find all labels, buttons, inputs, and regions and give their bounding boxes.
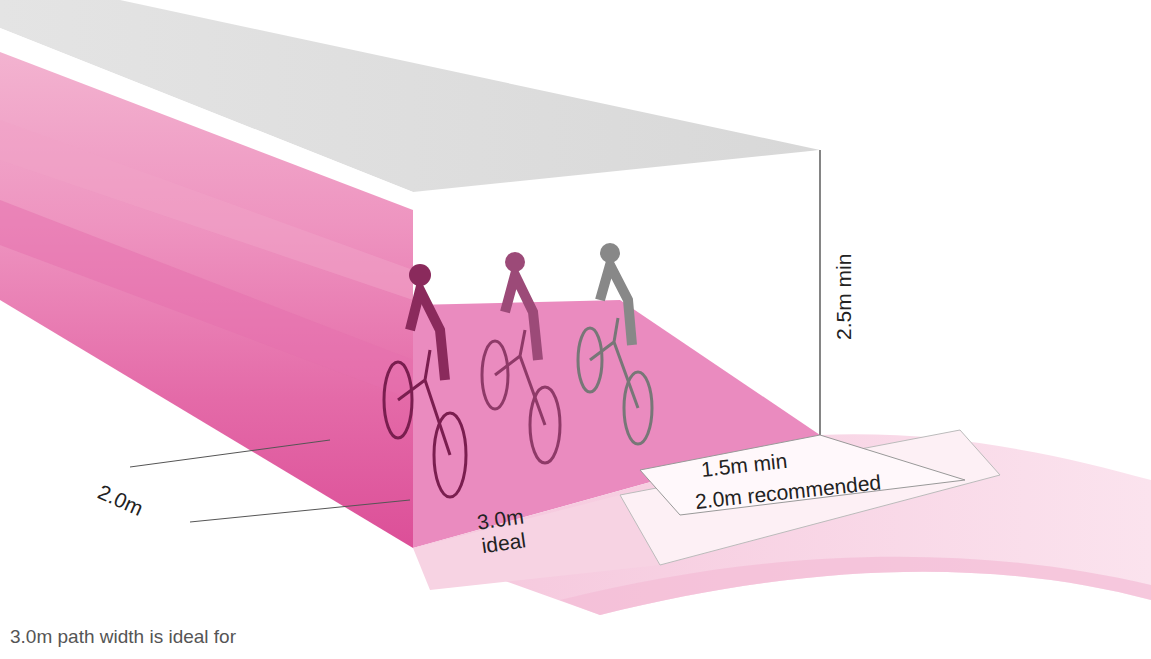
width-dimension: 3.0m ideal — [468, 503, 536, 559]
ideal-zone — [413, 495, 660, 590]
width-dimension: 2.0m — [94, 480, 146, 521]
min-zone — [640, 435, 965, 515]
leader-line — [130, 440, 330, 467]
wall-band — [0, 120, 413, 300]
cyclist — [384, 264, 466, 497]
recommended-zone — [620, 430, 1000, 565]
wall-bands — [0, 52, 413, 548]
height-line — [819, 150, 820, 435]
cyclist — [578, 243, 652, 444]
leader-line — [190, 500, 410, 522]
wall-band — [0, 200, 413, 400]
height-dimension: 2.5m min — [832, 254, 856, 340]
caption: 3.0m path width is ideal for — [10, 626, 236, 648]
cyclist — [482, 252, 560, 463]
